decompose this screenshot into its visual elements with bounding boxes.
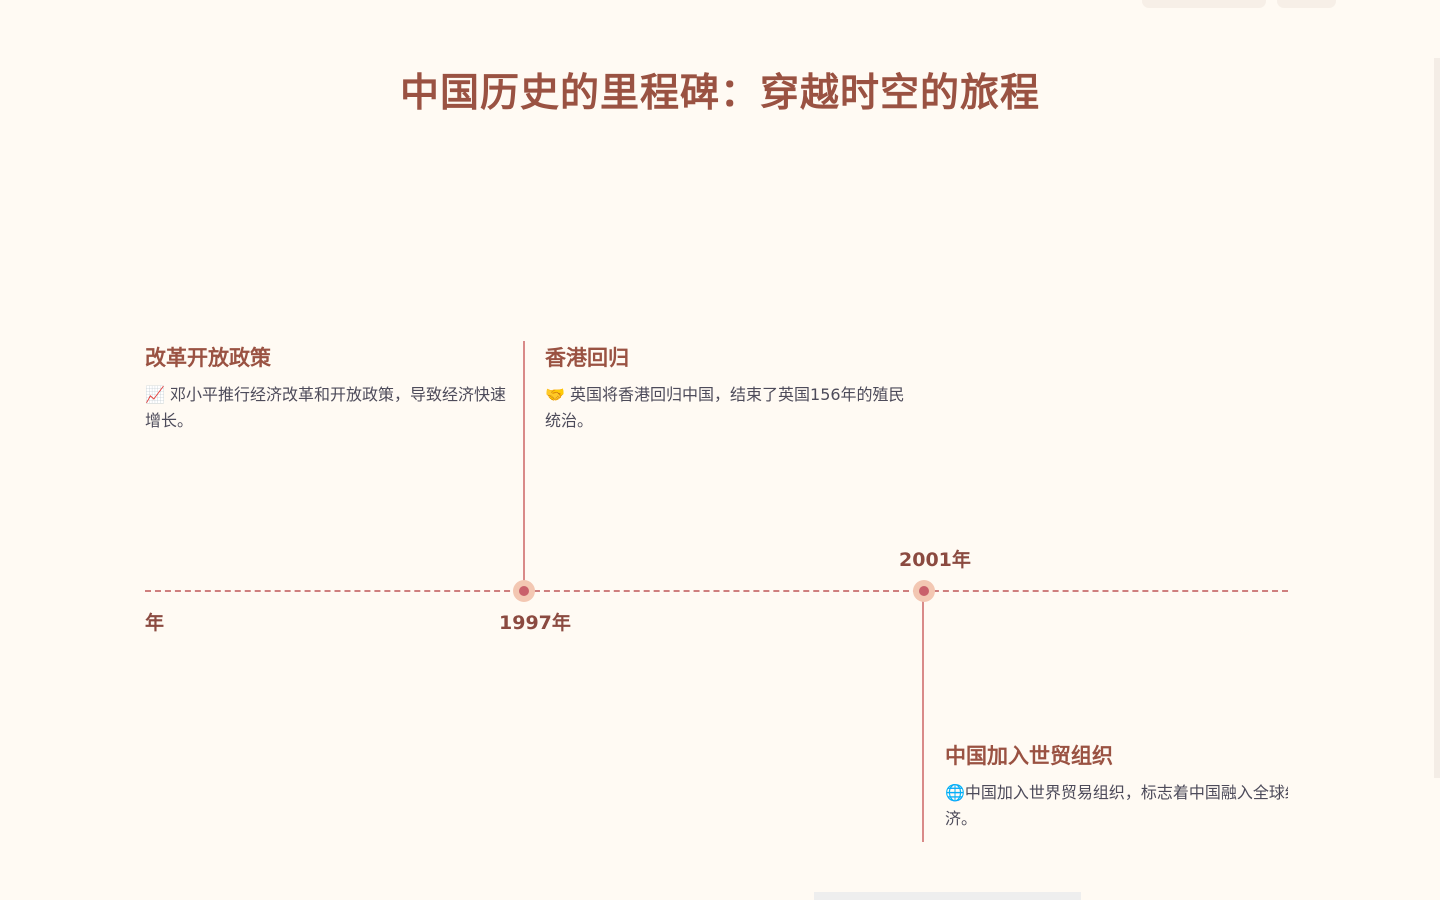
event-card-hong-kong: 香港回归 🤝 英国将香港回归中国，结束了英国156年的殖民统治。 xyxy=(545,342,907,434)
timeline-axis xyxy=(145,590,1288,592)
event-title: 改革开放政策 xyxy=(145,346,271,370)
scrollbar[interactable] xyxy=(1434,58,1440,778)
page-title: 中国历史的里程碑：穿越时空的旅程 xyxy=(399,71,1040,116)
top-toolbar-button-small[interactable] xyxy=(1277,0,1336,8)
timeline-marker-1997[interactable] xyxy=(513,580,535,602)
event-description: 🌐中国加入世界贸易组织，标志着中国融入全球经济。 xyxy=(945,783,1288,828)
event-description: 🤝 英国将香港回归中国，结束了英国156年的殖民统治。 xyxy=(545,385,905,430)
timeline-connector-2001 xyxy=(922,591,924,842)
event-title: 香港回归 xyxy=(545,346,629,370)
year-label-1997: 1997年 xyxy=(499,612,571,634)
event-card-reform: 改革开放政策 📈 邓小平推行经济改革和开放政策，导致经济快速增长。 xyxy=(145,342,507,434)
timeline-connector-1997 xyxy=(523,341,525,591)
event-card-wto: 中国加入世贸组织 🌐中国加入世界贸易组织，标志着中国融入全球经济。 xyxy=(945,740,1288,832)
event-title: 中国加入世贸组织 xyxy=(945,744,1113,768)
year-label-2001: 2001年 xyxy=(899,549,971,571)
timeline-marker-2001[interactable] xyxy=(913,580,935,602)
year-label-partial: 年 xyxy=(145,612,165,634)
horizontal-scrollbar[interactable] xyxy=(814,892,1081,900)
event-description: 📈 邓小平推行经济改革和开放政策，导致经济快速增长。 xyxy=(145,385,507,430)
top-toolbar-button[interactable] xyxy=(1142,0,1266,8)
